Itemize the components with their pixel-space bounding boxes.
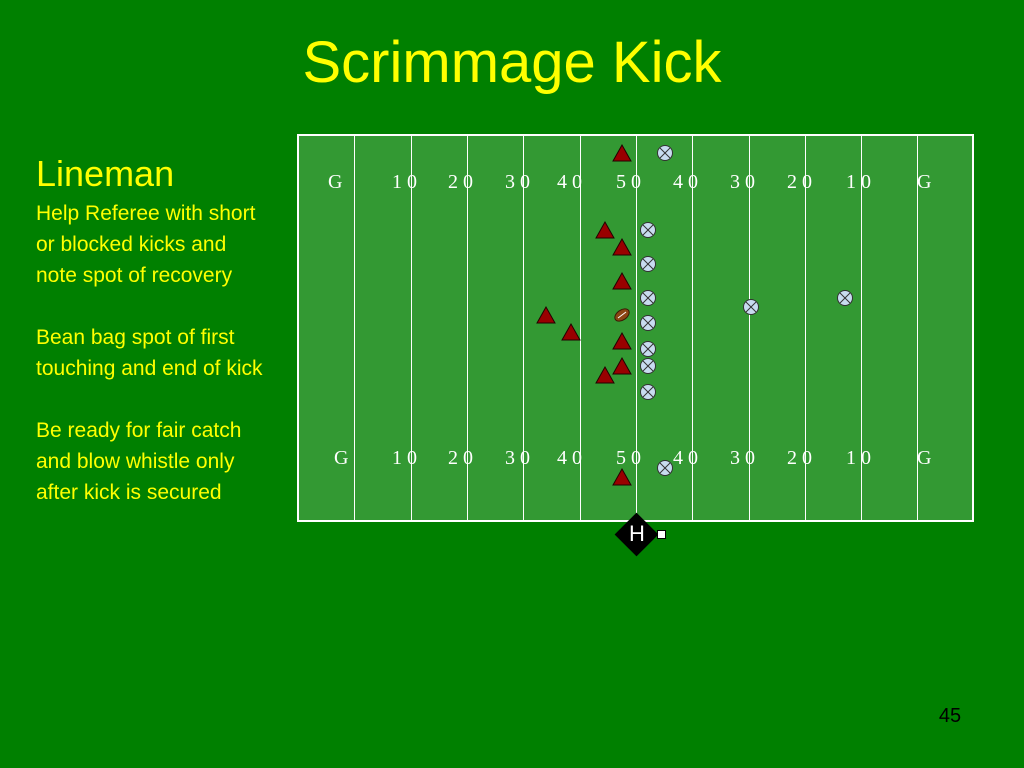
yard-label-top: G [917, 171, 932, 193]
yard-line [354, 136, 355, 520]
circle-x-icon [640, 290, 656, 306]
yard-label-top: 4 0 [557, 171, 582, 193]
yard-line [749, 136, 750, 520]
triangle-icon [561, 322, 581, 341]
side-paragraph-3: Be ready for fair catch and blow whistle… [36, 419, 242, 504]
yard-label-top: 2 0 [787, 171, 812, 193]
circle-x-icon [640, 315, 656, 331]
triangle-icon [612, 271, 632, 290]
circle-x-icon [657, 145, 673, 161]
triangle-icon [612, 467, 632, 486]
football-field: G 1 0 2 0 3 0 4 0 5 0 4 0 3 0 2 0 1 0 G … [297, 134, 974, 522]
yard-line [523, 136, 524, 520]
yard-label-top: 4 0 [673, 171, 698, 193]
slide-number: 45 [938, 705, 962, 727]
yard-label-bottom: 1 0 [392, 447, 417, 469]
triangle-icon [536, 305, 556, 324]
circle-x-icon [743, 299, 759, 315]
side-paragraph-1: Help Referee with short or blocked kicks… [36, 202, 256, 287]
side-panel: Lineman Help Referee with short or block… [36, 152, 271, 539]
yard-label-bottom: 5 0 [616, 447, 641, 469]
official-flag [657, 530, 666, 539]
triangle-icon [612, 143, 632, 162]
yard-line [805, 136, 806, 520]
yard-line [861, 136, 862, 520]
yard-label-bottom: 4 0 [673, 447, 698, 469]
yard-line [692, 136, 693, 520]
triangle-icon [612, 237, 632, 256]
yard-label-bottom: G [334, 447, 349, 469]
yard-label-top: 5 0 [616, 171, 641, 193]
circle-x-icon [640, 358, 656, 374]
yard-label-bottom: 3 0 [730, 447, 755, 469]
yard-label-top: 3 0 [730, 171, 755, 193]
yard-label-bottom: 4 0 [557, 447, 582, 469]
circle-x-icon [640, 256, 656, 272]
yard-label-bottom: 3 0 [505, 447, 530, 469]
yard-line [467, 136, 468, 520]
official-marker: H [614, 512, 666, 557]
side-heading: Lineman [36, 153, 175, 194]
circle-x-icon [640, 222, 656, 238]
yard-label-top: 1 0 [392, 171, 417, 193]
yard-label-bottom: 2 0 [448, 447, 473, 469]
yard-line [580, 136, 581, 520]
triangle-icon [612, 331, 632, 350]
yard-line [917, 136, 918, 520]
slide-title: Scrimmage Kick [302, 30, 722, 95]
yard-line [636, 136, 637, 520]
yard-line [411, 136, 412, 520]
yard-label-top: 1 0 [846, 171, 871, 193]
yard-label-bottom: 2 0 [787, 447, 812, 469]
circle-x-icon [640, 341, 656, 357]
triangle-icon [595, 220, 615, 239]
yard-label-bottom: G [917, 447, 932, 469]
circle-x-icon [657, 460, 673, 476]
triangle-icon [612, 356, 632, 375]
official-letter: H [629, 521, 645, 546]
yard-label-bottom: 1 0 [846, 447, 871, 469]
football-icon [614, 308, 630, 322]
yard-label-top: 3 0 [505, 171, 530, 193]
side-paragraph-2: Bean bag spot of first touching and end … [36, 326, 263, 380]
yard-label-top: G [328, 171, 343, 193]
circle-x-icon [640, 384, 656, 400]
triangle-icon [595, 365, 615, 384]
circle-x-icon [837, 290, 853, 306]
yard-label-top: 2 0 [448, 171, 473, 193]
